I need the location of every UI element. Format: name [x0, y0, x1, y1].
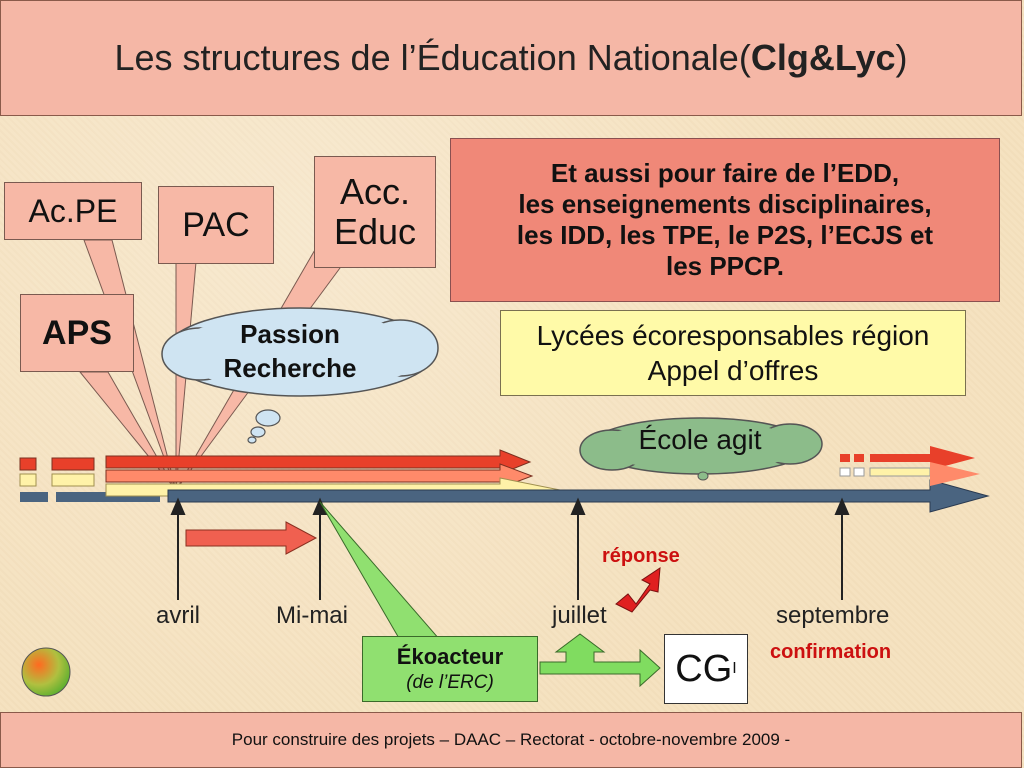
passion-line1: Passion: [240, 319, 340, 349]
slide-title: Les structures de l’Éducation Nationale(…: [0, 0, 1022, 116]
lycees-line2: Appel d’offres: [647, 355, 819, 386]
edd-line2: les enseignements disciplinaires,: [518, 188, 932, 219]
decorative-circle: [21, 647, 71, 697]
mark-red-left-2: [51, 457, 95, 471]
reponse-arrow: [615, 567, 661, 613]
band-red: [105, 449, 532, 475]
band-blue-timeline: [167, 479, 990, 513]
passion-line2: Recherche: [223, 352, 357, 383]
lycees-line1: Lycées écoresponsables région: [536, 320, 930, 351]
title-bold: Clg&Lyc: [750, 37, 896, 78]
arrow-right-red: [930, 446, 975, 470]
month-juillet: juillet: [552, 602, 607, 629]
mark-blue-left: [20, 492, 48, 502]
ekoacteur-name: Ékoacteur: [396, 644, 504, 670]
cg-main: CG: [675, 647, 733, 690]
title-main: Les structures de l’Éducation Nationale(: [114, 37, 751, 78]
mark-right-6: [869, 467, 931, 477]
footer-text: Pour construire des projets – DAAC – Rec…: [231, 730, 791, 749]
aps-box: APS: [20, 294, 134, 372]
ecole-agit-cloud: [579, 417, 823, 481]
slide-footer: Pour construire des projets – DAAC – Rec…: [0, 712, 1022, 768]
green-arrows: [539, 633, 661, 688]
timeline-ticks: [170, 497, 850, 600]
ac-pe-box: Ac.PE: [4, 182, 142, 240]
arrow-right-salmon: [930, 462, 980, 486]
confirmation-label: confirmation: [770, 641, 892, 663]
ecole-agit-label: École agit: [638, 424, 762, 455]
pac-box: PAC: [158, 186, 274, 264]
mark-yellow-left: [19, 473, 37, 487]
ekoacteur-sub: (de l’ERC): [406, 671, 494, 693]
title-close: ): [895, 37, 908, 78]
short-red-arrow: [185, 521, 318, 555]
edd-box: Et aussi pour faire de l’EDD, les enseig…: [450, 138, 1000, 302]
cg-sup: I: [732, 660, 737, 677]
mark-yellow-left-2: [51, 473, 95, 487]
month-mi-mai: Mi-mai: [276, 602, 348, 629]
acc-educ-line2: Educ: [333, 211, 417, 252]
month-septembre: septembre: [776, 602, 890, 629]
mark-right-1: [840, 454, 850, 462]
ekoacteur-box: Ékoacteur (de l’ERC): [362, 636, 538, 702]
ac-pe-label: Ac.PE: [28, 192, 118, 229]
month-avril: avril: [156, 602, 201, 629]
mark-blue-left-2: [56, 492, 160, 502]
passion-cloud: [161, 307, 439, 444]
acc-educ-box: Acc. Educ: [314, 156, 436, 268]
mark-right-3: [870, 454, 930, 462]
lycees-box: Lycées écoresponsables région Appel d’of…: [500, 310, 966, 396]
pac-label: PAC: [182, 205, 250, 244]
mark-red-left: [19, 457, 37, 471]
edd-line1: Et aussi pour faire de l’EDD,: [550, 157, 900, 188]
edd-line3: les IDD, les TPE, le P2S, l’ECJS et: [516, 220, 934, 250]
passion-recherche-text: Passion Recherche: [190, 318, 390, 386]
mark-right-4: [839, 467, 851, 477]
acc-educ-line1: Acc.: [339, 171, 410, 213]
aps-label: APS: [42, 313, 112, 352]
mark-right-5: [853, 467, 865, 477]
edd-line4: les PPCP.: [665, 251, 785, 282]
reponse-label: réponse: [602, 545, 680, 567]
mark-right-2: [854, 454, 864, 462]
